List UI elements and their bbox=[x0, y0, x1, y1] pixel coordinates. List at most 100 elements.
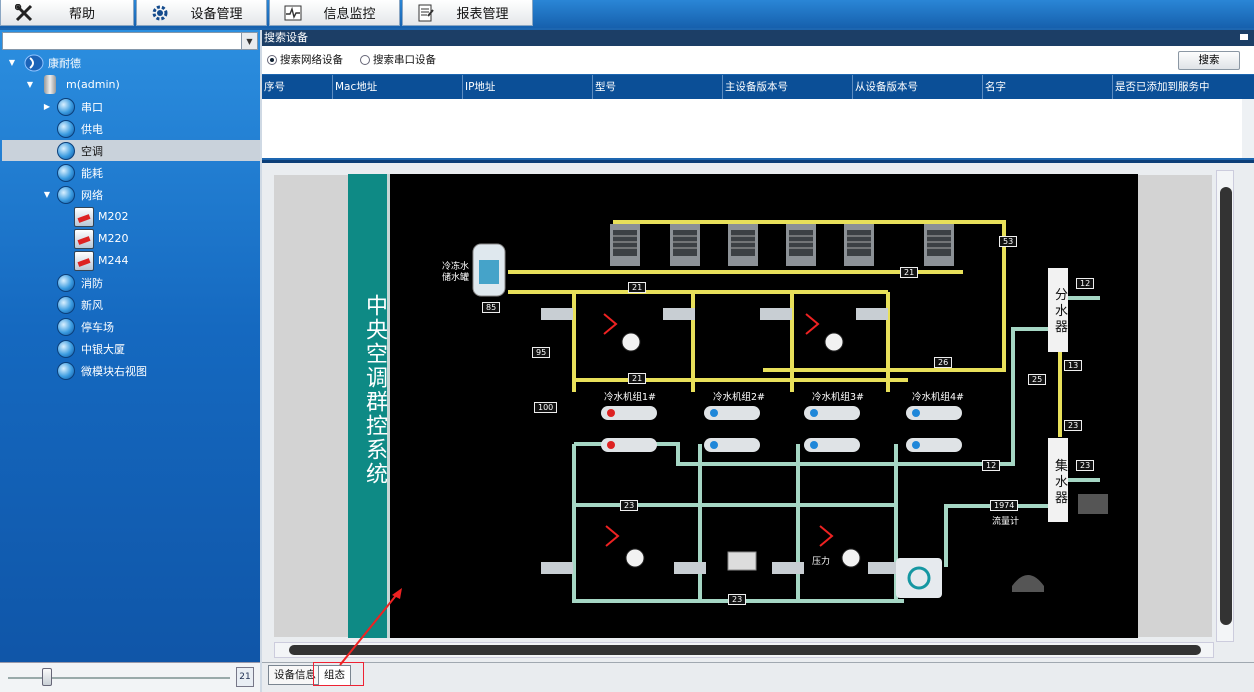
readout-21c: 21 bbox=[628, 373, 647, 384]
col-model[interactable]: 型号 bbox=[592, 75, 722, 99]
menu-report-mgmt[interactable]: 报表管理 bbox=[402, 0, 533, 26]
readout-21b: 21 bbox=[628, 282, 647, 293]
chiller-3-label: 冷水机组3# bbox=[812, 392, 865, 403]
collapse-arrow-icon[interactable]: ▶ bbox=[43, 102, 51, 111]
tree-item-label: 微模块右视图 bbox=[81, 364, 147, 378]
tree-item-network[interactable]: ▼ 网络 bbox=[2, 184, 260, 205]
zoom-slider-track[interactable] bbox=[8, 677, 230, 679]
readout-95: 95 bbox=[532, 347, 551, 358]
readout-23d: 23 bbox=[728, 594, 747, 605]
tree-item-label: 消防 bbox=[81, 276, 103, 290]
storage-tank bbox=[472, 243, 506, 297]
tree-node-admin[interactable]: ▼ m(admin) bbox=[2, 74, 260, 95]
power-icon[interactable] bbox=[907, 566, 931, 590]
tree-node-admin-label: m(admin) bbox=[66, 78, 120, 91]
device-offline-icon bbox=[74, 228, 94, 249]
col-index[interactable]: 序号 bbox=[264, 81, 285, 93]
chillers bbox=[601, 406, 962, 452]
tree-filter-combo[interactable]: ▼ bbox=[2, 32, 258, 50]
annotation-arrow bbox=[339, 588, 402, 666]
col-master-version[interactable]: 主设备版本号 bbox=[722, 75, 852, 99]
tree-item-micro-module[interactable]: 微模块右视图 bbox=[2, 360, 260, 381]
tab-device-info[interactable]: 设备信息 bbox=[268, 665, 322, 685]
tree-device-m220[interactable]: M220 bbox=[2, 228, 260, 249]
globe-icon bbox=[57, 185, 75, 204]
water-collector bbox=[1048, 438, 1068, 522]
col-name[interactable]: 名字 bbox=[982, 75, 1112, 99]
tree-item-serial[interactable]: ▶ 串口 bbox=[2, 96, 260, 117]
tree-item-label: 中银大厦 bbox=[81, 342, 125, 356]
tree-root[interactable]: ▼ 康耐德 bbox=[2, 52, 260, 73]
col-slave-version[interactable]: 从设备版本号 bbox=[852, 75, 982, 99]
canvas-vertical-scrollbar[interactable] bbox=[1216, 170, 1234, 642]
radio-serial-devices[interactable] bbox=[360, 55, 370, 65]
power-button-bg bbox=[896, 558, 942, 598]
menu-device-mgmt[interactable]: 设备管理 bbox=[136, 0, 267, 26]
slider-action-icon[interactable]: 21 bbox=[236, 667, 254, 687]
device-table-header: 序号 Mac地址 IP地址 型号 主设备版本号 从设备版本号 名字 是否已添加到… bbox=[262, 75, 1254, 99]
hvac-diagram: 分水器 集水器 冷冻水 储水罐 冷水机组1# 冷水机组2# 冷水机组3# 冷水机… bbox=[348, 174, 1138, 638]
device-tree-panel: ▼ ▼ 康耐德 ▼ m(admin) ▶ 串口 供电 空调 能耗 ▼ 网络 M2… bbox=[0, 30, 262, 692]
horizontal-scroll-thumb[interactable] bbox=[289, 645, 1201, 655]
company-logo-icon bbox=[24, 54, 44, 72]
device-offline-icon bbox=[74, 206, 94, 227]
radio-network-devices[interactable] bbox=[267, 55, 277, 65]
radio-serial-label: 搜索串口设备 bbox=[373, 54, 436, 66]
canvas-horizontal-scrollbar[interactable] bbox=[274, 642, 1214, 658]
tree-device-label: M220 bbox=[98, 232, 129, 245]
search-button[interactable]: 搜索 bbox=[1178, 51, 1240, 70]
pin-icon[interactable] bbox=[1240, 34, 1248, 40]
tree-item-fire[interactable]: 消防 bbox=[2, 272, 260, 293]
chiller-4-label: 冷水机组4# bbox=[912, 392, 965, 403]
water-distributor bbox=[1048, 268, 1068, 352]
tank-label: 冷冻水 储水罐 bbox=[442, 262, 472, 284]
readout-26: 26 bbox=[934, 357, 953, 368]
collector-label: 集水器 bbox=[1055, 459, 1069, 506]
tree-device-m244[interactable]: M244 bbox=[2, 250, 260, 271]
distributor-label: 分水器 bbox=[1055, 288, 1069, 335]
tree-item-label: 空调 bbox=[81, 144, 103, 158]
tank-label-line1: 冷冻水 bbox=[442, 262, 470, 272]
table-scrollbar[interactable] bbox=[1242, 99, 1254, 158]
readout-21a: 21 bbox=[900, 267, 919, 278]
tree-item-parking[interactable]: 停车场 bbox=[2, 316, 260, 337]
readout-23c: 23 bbox=[620, 500, 639, 511]
readout-100: 100 bbox=[534, 402, 558, 413]
globe-icon bbox=[57, 273, 75, 292]
readout-23a: 23 bbox=[1064, 420, 1083, 431]
menu-info-monitor[interactable]: 信息监控 bbox=[269, 0, 400, 26]
supply-pipes bbox=[508, 220, 1062, 437]
globe-icon bbox=[57, 163, 75, 182]
tree-item-boc-tower[interactable]: 中银大厦 bbox=[2, 338, 260, 359]
zoom-slider-thumb[interactable] bbox=[42, 668, 52, 686]
menu-help[interactable]: 帮助 bbox=[0, 0, 134, 26]
tree-item-energy[interactable]: 能耗 bbox=[2, 162, 260, 183]
tree-item-aircon[interactable]: 空调 bbox=[2, 140, 260, 161]
tree-item-power[interactable]: 供电 bbox=[2, 118, 260, 139]
readout-12b: 12 bbox=[982, 460, 1001, 471]
readout-23b: 23 bbox=[1076, 460, 1095, 471]
chiller-1-label: 冷水机组1# bbox=[604, 392, 657, 403]
highlight-box bbox=[313, 662, 364, 686]
tree-item-fresh-air[interactable]: 新风 bbox=[2, 294, 260, 315]
expand-arrow-icon[interactable]: ▼ bbox=[43, 190, 51, 199]
readout-25: 25 bbox=[1028, 374, 1047, 385]
globe-icon bbox=[57, 361, 75, 380]
tank-label-line2: 储水罐 bbox=[442, 273, 470, 283]
col-ip[interactable]: IP地址 bbox=[462, 75, 592, 99]
expand-arrow-icon[interactable]: ▼ bbox=[8, 58, 16, 67]
col-mac[interactable]: Mac地址 bbox=[332, 75, 462, 99]
chiller-2-label: 冷水机组2# bbox=[713, 392, 766, 403]
expand-arrow-icon[interactable]: ▼ bbox=[26, 80, 34, 89]
globe-icon bbox=[57, 97, 75, 116]
col-added-to-service[interactable]: 是否已添加到服务中 bbox=[1112, 75, 1254, 99]
menu-help-label: 帮助 bbox=[68, 7, 95, 22]
tree-device-m202[interactable]: M202 bbox=[2, 206, 260, 227]
tab-configuration[interactable]: 组态 bbox=[318, 665, 351, 685]
search-options-bar: 搜索网络设备 搜索串口设备 搜索 bbox=[262, 46, 1254, 74]
tree-device-label: M202 bbox=[98, 210, 129, 223]
device-table-body[interactable] bbox=[262, 99, 1242, 158]
system-title-banner: 中央空调群控系统 bbox=[348, 174, 390, 638]
vertical-scroll-thumb[interactable] bbox=[1220, 187, 1232, 625]
chevron-down-icon[interactable]: ▼ bbox=[241, 33, 257, 49]
